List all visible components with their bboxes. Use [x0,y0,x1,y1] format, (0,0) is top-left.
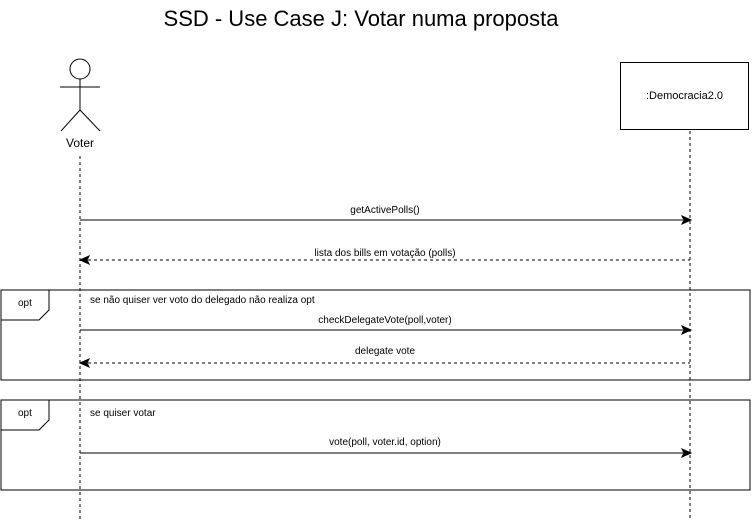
opt-fragment-1 [0,289,751,381]
message-label: checkDelegateVote(poll,voter) [318,315,452,326]
return-arrow-delegate-vote [78,357,690,369]
message-label: lista dos bills em votação (polls) [314,248,456,259]
message-label: delegate vote [354,346,416,357]
message-arrow-get-active-polls [80,214,693,226]
fragment-guard-condition: se não quiser ver voto do delegado não r… [90,295,315,306]
fragment-operator-label: opt [18,298,32,309]
fragment-operator-label: opt [18,408,32,419]
fragment-guard-condition: se quiser votar [90,408,156,419]
message-arrow-check-delegate-vote [80,324,693,336]
actor-icon [60,58,101,132]
message-arrow-vote [80,447,693,459]
diagram-title: SSD - Use Case J: Votar numa proposta [163,6,559,31]
system-object-label: :Democracia2.0 [645,90,724,102]
system-object-box: :Democracia2.0 [620,62,749,130]
message-label: getActivePolls() [350,205,420,216]
opt-fragment-2 [0,399,751,491]
message-label: vote(poll, voter.id, option) [329,437,441,448]
actor-label: Voter [65,136,95,150]
return-arrow-polls-list [78,254,690,266]
